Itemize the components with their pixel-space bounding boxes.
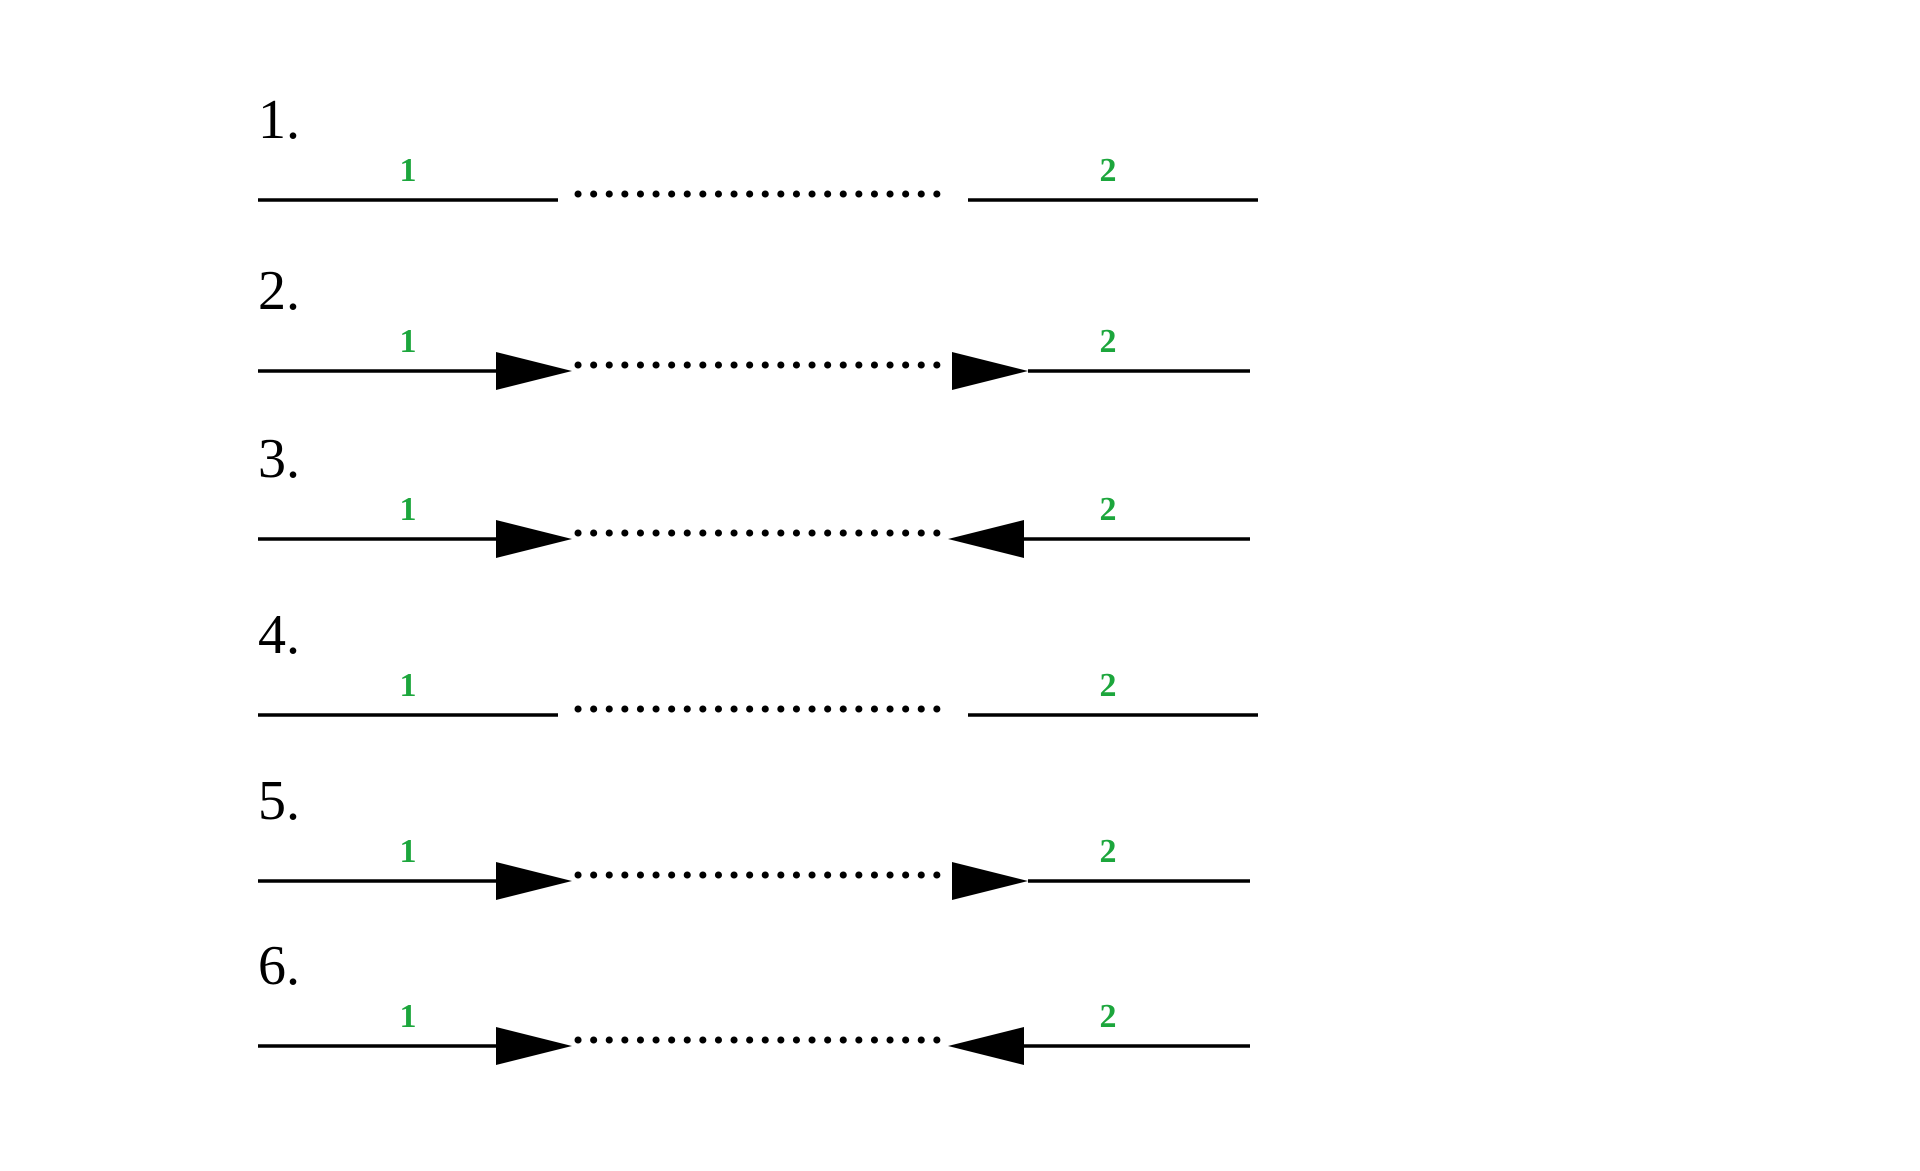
exercise-row-5: 5. 1 2 xyxy=(0,771,1400,911)
segment1-label: 1 xyxy=(399,667,417,704)
exercise-row-3: 3. 1 2 xyxy=(0,429,1400,569)
segment1-label: 1 xyxy=(399,323,417,360)
right-pointing-arrowhead xyxy=(496,1027,572,1065)
exercise-row-6: 6. 1 2 xyxy=(0,936,1400,1076)
left-pointing-arrowhead xyxy=(948,520,1024,558)
left-pointing-arrowhead xyxy=(948,1027,1024,1065)
row-number: 5. xyxy=(258,770,300,832)
segment1-label: 1 xyxy=(399,152,417,189)
right-pointing-arrowhead xyxy=(952,862,1028,900)
segment2-label: 2 xyxy=(1099,998,1117,1035)
segment2-label: 2 xyxy=(1099,152,1117,189)
row-number: 2. xyxy=(258,260,300,322)
exercise-row-1: 1. 1 2 xyxy=(0,90,1400,230)
right-pointing-arrowhead xyxy=(496,352,572,390)
row-number: 6. xyxy=(258,935,300,997)
segment2-label: 2 xyxy=(1099,491,1117,528)
right-pointing-arrowhead xyxy=(496,520,572,558)
row-number: 1. xyxy=(258,89,300,151)
row-number: 4. xyxy=(258,604,300,666)
exercise-row-2: 2. 1 2 xyxy=(0,261,1400,401)
row-diagram xyxy=(258,520,1250,558)
row-diagram xyxy=(258,705,1258,717)
segment2-label: 2 xyxy=(1099,323,1117,360)
segment1-label: 1 xyxy=(399,998,417,1035)
segment1-label: 1 xyxy=(399,491,417,528)
row-diagram xyxy=(258,862,1250,900)
right-pointing-arrowhead xyxy=(496,862,572,900)
right-pointing-arrowhead xyxy=(952,352,1028,390)
row-diagram xyxy=(258,1027,1250,1065)
row-diagram xyxy=(258,190,1258,202)
segment2-label: 2 xyxy=(1099,667,1117,704)
row-number: 3. xyxy=(258,428,300,490)
segment2-label: 2 xyxy=(1099,833,1117,870)
row-diagram xyxy=(258,352,1250,390)
exercise-row-4: 4. 1 2 xyxy=(0,605,1400,745)
segment1-label: 1 xyxy=(399,833,417,870)
